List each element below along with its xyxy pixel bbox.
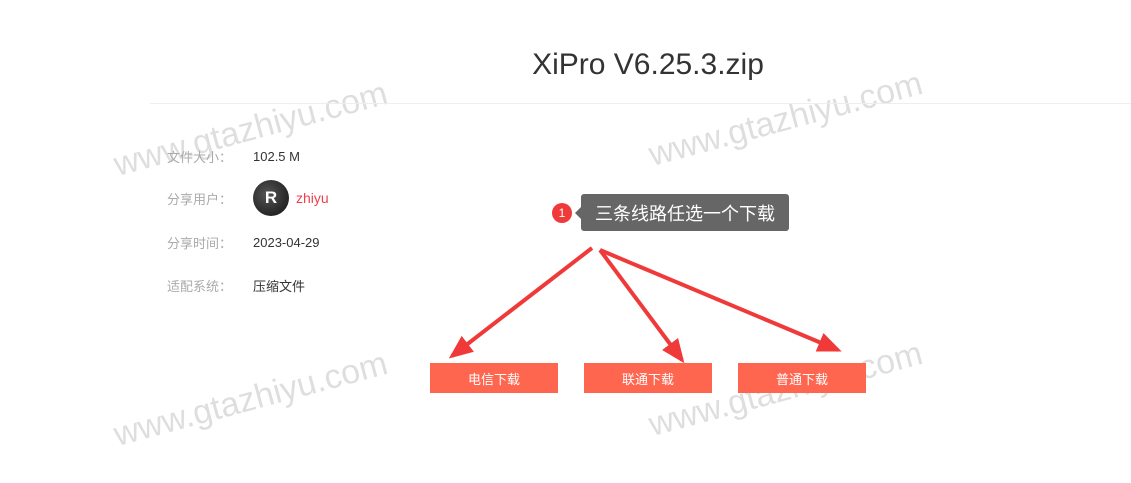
telecom-download-button[interactable]: 电信下载 <box>430 363 558 393</box>
value: 压缩文件 <box>253 279 306 294</box>
file-title: XiPro V6.25.3.zip <box>532 48 764 81</box>
info-date: 分享时间： 2023-04-29 <box>167 233 320 252</box>
value: 102.5 M <box>253 149 300 164</box>
label: 文件大小： <box>167 150 233 165</box>
info-size: 文件大小： 102.5 M <box>167 147 300 166</box>
label: 分享用户： <box>167 191 233 207</box>
user-link[interactable]: zhiyu <box>296 190 329 206</box>
label: 分享时间： <box>167 236 233 251</box>
normal-download-button[interactable]: 普通下载 <box>738 363 866 393</box>
value: 2023-04-29 <box>253 235 320 250</box>
arrow-3 <box>599 248 842 352</box>
annotation-tooltip: 三条线路任选一个下载 <box>575 194 789 231</box>
divider <box>150 103 1131 104</box>
unicom-download-button[interactable]: 联通下载 <box>584 363 712 393</box>
info-system: 适配系统： 压缩文件 <box>167 276 305 295</box>
avatar[interactable]: R <box>253 180 289 216</box>
annotation-number: 1 <box>552 203 572 223</box>
arrow-1 <box>448 246 594 359</box>
label: 适配系统： <box>167 279 233 294</box>
arrow-2 <box>598 248 685 364</box>
